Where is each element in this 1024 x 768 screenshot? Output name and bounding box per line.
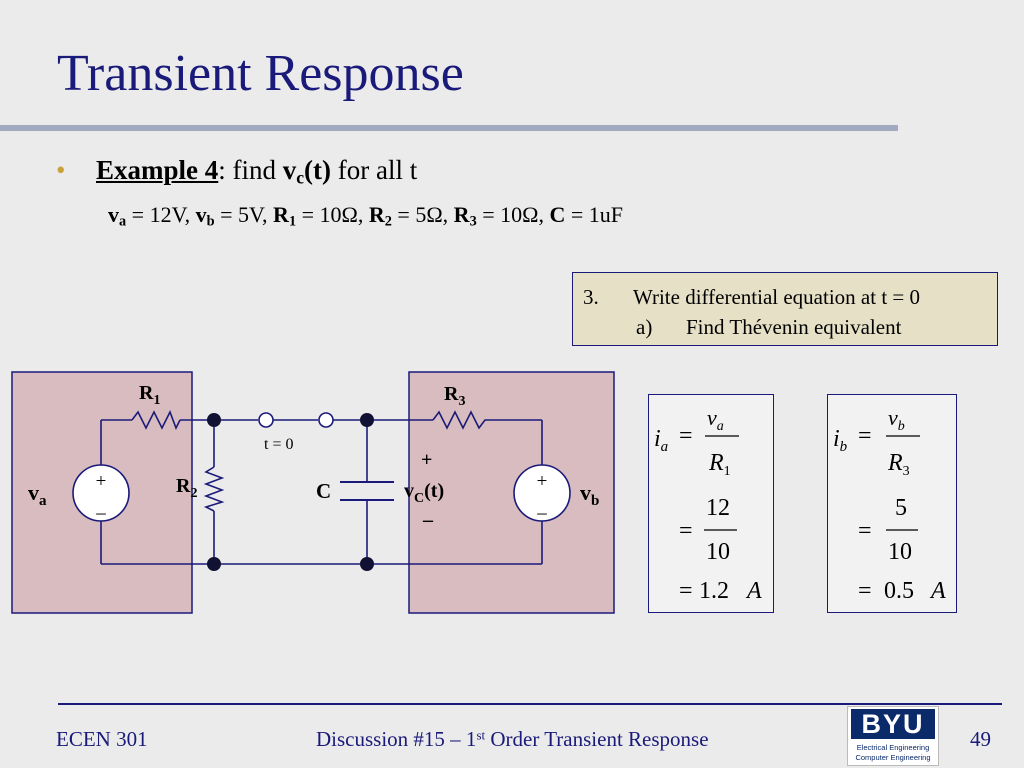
circuit-wires: [100, 419, 543, 565]
source-vb-icon: [513, 464, 571, 522]
ib-eq-2: =: [858, 518, 872, 544]
label-r2: R2: [176, 475, 197, 501]
example-label: Example 4: [96, 155, 219, 185]
equation-ib: ib = vb R3 = 5 10 = 0.5 A: [827, 394, 957, 613]
ib-result: 0.5: [884, 578, 914, 604]
byu-logo-mark: BYU: [851, 709, 935, 739]
given-r3: R: [453, 202, 470, 227]
given-va-val: = 12V,: [126, 202, 196, 227]
given-r2-sub: 2: [384, 213, 392, 230]
label-capacitor: C: [316, 479, 331, 503]
node-dot: [207, 557, 221, 571]
resistor-r1: [131, 410, 181, 430]
given-r2-val: = 5Ω,: [391, 202, 454, 227]
resistor-r3: [432, 410, 489, 430]
step-sub-text: Find Thévenin equivalent: [686, 315, 902, 339]
step-line-1: 3. Write differential equation at t = 0: [583, 282, 997, 312]
byu-logo-line-2: Computer Engineering: [855, 753, 931, 762]
given-r1-sub: 1: [288, 213, 297, 230]
bullet-rest: for all t: [331, 155, 418, 185]
ia-result: 1.2: [699, 578, 729, 604]
step-box: 3. Write differential equation at t = 0 a…: [572, 272, 998, 346]
given-r3-sub: 3: [469, 213, 477, 230]
bullet-t: (t): [304, 155, 332, 185]
footer-divider: [58, 703, 1002, 705]
bullet-example: • Example 4: find vc(t) for all t: [56, 155, 417, 188]
bullet-marker: •: [56, 155, 66, 185]
given-va-sub: a: [119, 213, 127, 230]
equation-ib-math: ib = vb R3 = 5 10 = 0.5 A: [833, 405, 946, 604]
footer-title-pre: Discussion #15 – 1: [316, 727, 477, 751]
resistor-r2: [203, 466, 225, 512]
bullet-v-sub: c: [296, 167, 305, 188]
ia-num-val: 12: [706, 495, 730, 521]
byu-logo-line-1: Electrical Engineering: [856, 743, 930, 752]
given-r1-val: = 10Ω,: [296, 202, 369, 227]
step-line-2: a) Find Thévenin equivalent: [583, 312, 997, 342]
ia-eq-1: =: [679, 423, 693, 449]
source-va-icon: [72, 464, 130, 522]
ib-den-val: 10: [888, 539, 912, 565]
given-vb-sub: b: [206, 213, 215, 230]
step-sub-label: a): [636, 315, 653, 339]
ib-unit: A: [929, 578, 946, 604]
label-vb: vb: [580, 480, 599, 509]
step-number: 3.: [583, 285, 599, 309]
bullet-v: v: [282, 155, 297, 185]
source-vb-plus: +: [537, 471, 548, 492]
label-vc-minus: –: [422, 509, 434, 531]
given-values: va = 12V, vb = 5V, R1 = 10Ω, R2 = 5Ω, R3…: [108, 202, 623, 231]
given-c: C: [549, 202, 566, 227]
node-dot: [207, 413, 221, 427]
switch-terminal-left: [258, 412, 274, 428]
footer-title: Discussion #15 – 1st Order Transient Res…: [316, 727, 709, 752]
label-switch-time: t = 0: [264, 436, 293, 453]
equation-ia: ia = va R1 = 12 10 = 1.2 A: [648, 394, 774, 613]
given-c-val: = 1uF: [565, 202, 624, 227]
label-va: va: [28, 480, 47, 509]
given-r1: R: [273, 202, 289, 227]
ia-unit: A: [745, 578, 762, 604]
bullet-colon-text: : find: [218, 155, 283, 185]
source-va-minus: _: [95, 496, 106, 517]
ib-num-var: vb: [888, 405, 905, 434]
source-b-region: [408, 371, 615, 614]
label-r1: R1: [139, 382, 160, 408]
ia-num-var: va: [707, 405, 724, 434]
ia-eq-3: =: [679, 578, 693, 604]
ia-eq-2: =: [679, 518, 693, 544]
equation-ia-math: ia = va R1 = 12 10 = 1.2 A: [654, 405, 762, 604]
label-vc-plus: +: [421, 449, 432, 471]
source-va-plus: +: [96, 471, 107, 492]
given-vb: v: [195, 202, 207, 227]
ib-den-var: R3: [887, 450, 910, 479]
given-vb-val: = 5V,: [214, 202, 274, 227]
switch-terminal-right: [318, 412, 334, 428]
footer-title-sup: st: [476, 727, 486, 743]
ib-eq-1: =: [858, 423, 872, 449]
ib-eq-3: =: [858, 578, 872, 604]
footer-course: ECEN 301: [56, 727, 148, 751]
node-dot: [360, 413, 374, 427]
step-text: Write differential equation at t = 0: [633, 285, 921, 309]
title-divider: [0, 125, 898, 131]
node-dot: [360, 557, 374, 571]
given-r3-val: = 10Ω,: [476, 202, 550, 227]
slide-title: Transient Response: [57, 45, 464, 102]
ib-num-val: 5: [895, 495, 907, 521]
ib-lhs: ib: [833, 426, 848, 455]
ia-lhs: ia: [654, 426, 668, 455]
label-vc: vC(t): [404, 480, 444, 506]
byu-logo: BYU Electrical Engineering Computer Engi…: [847, 706, 939, 766]
ia-den-var: R1: [708, 450, 731, 479]
circuit-diagram: + _ + _ R1 R3 R2 C t = 0 va vb + vC(t) –: [11, 371, 615, 614]
source-vb-minus: _: [536, 496, 547, 517]
footer-title-post: Order Transient Response: [485, 727, 709, 751]
label-r3: R3: [444, 383, 465, 409]
given-r2: R: [368, 202, 385, 227]
byu-logo-text: Electrical Engineering Computer Engineer…: [850, 743, 936, 763]
given-va: v: [108, 202, 119, 227]
ia-den-val: 10: [706, 539, 730, 565]
page-number: 49: [970, 727, 991, 751]
